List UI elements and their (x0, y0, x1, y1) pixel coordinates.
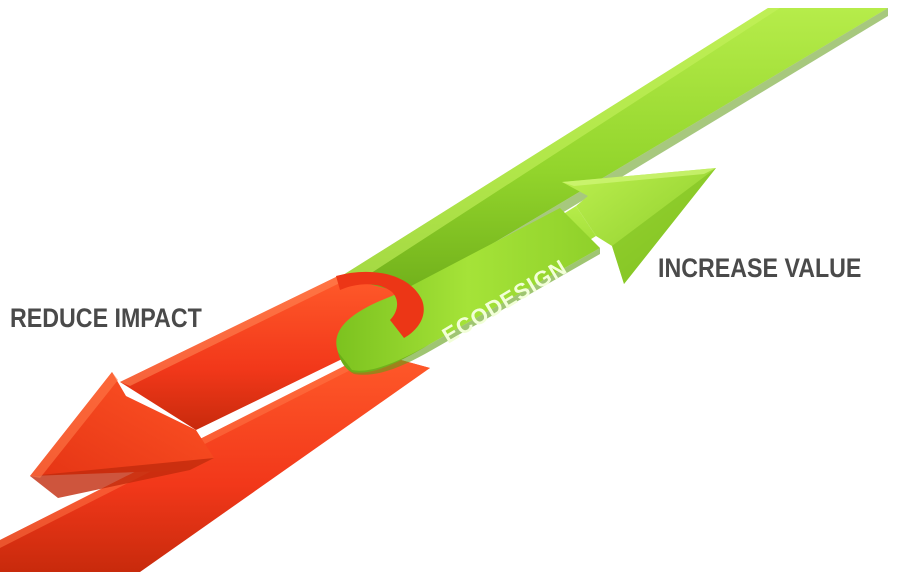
red-upper-bar (120, 276, 410, 430)
red-arrow-head (30, 372, 214, 498)
increase-value-label: INCREASE VALUE (658, 253, 862, 283)
reduce-impact-label: REDUCE IMPACT (10, 303, 202, 333)
green-arrow-head (562, 168, 716, 284)
red-loop-front (336, 271, 424, 338)
